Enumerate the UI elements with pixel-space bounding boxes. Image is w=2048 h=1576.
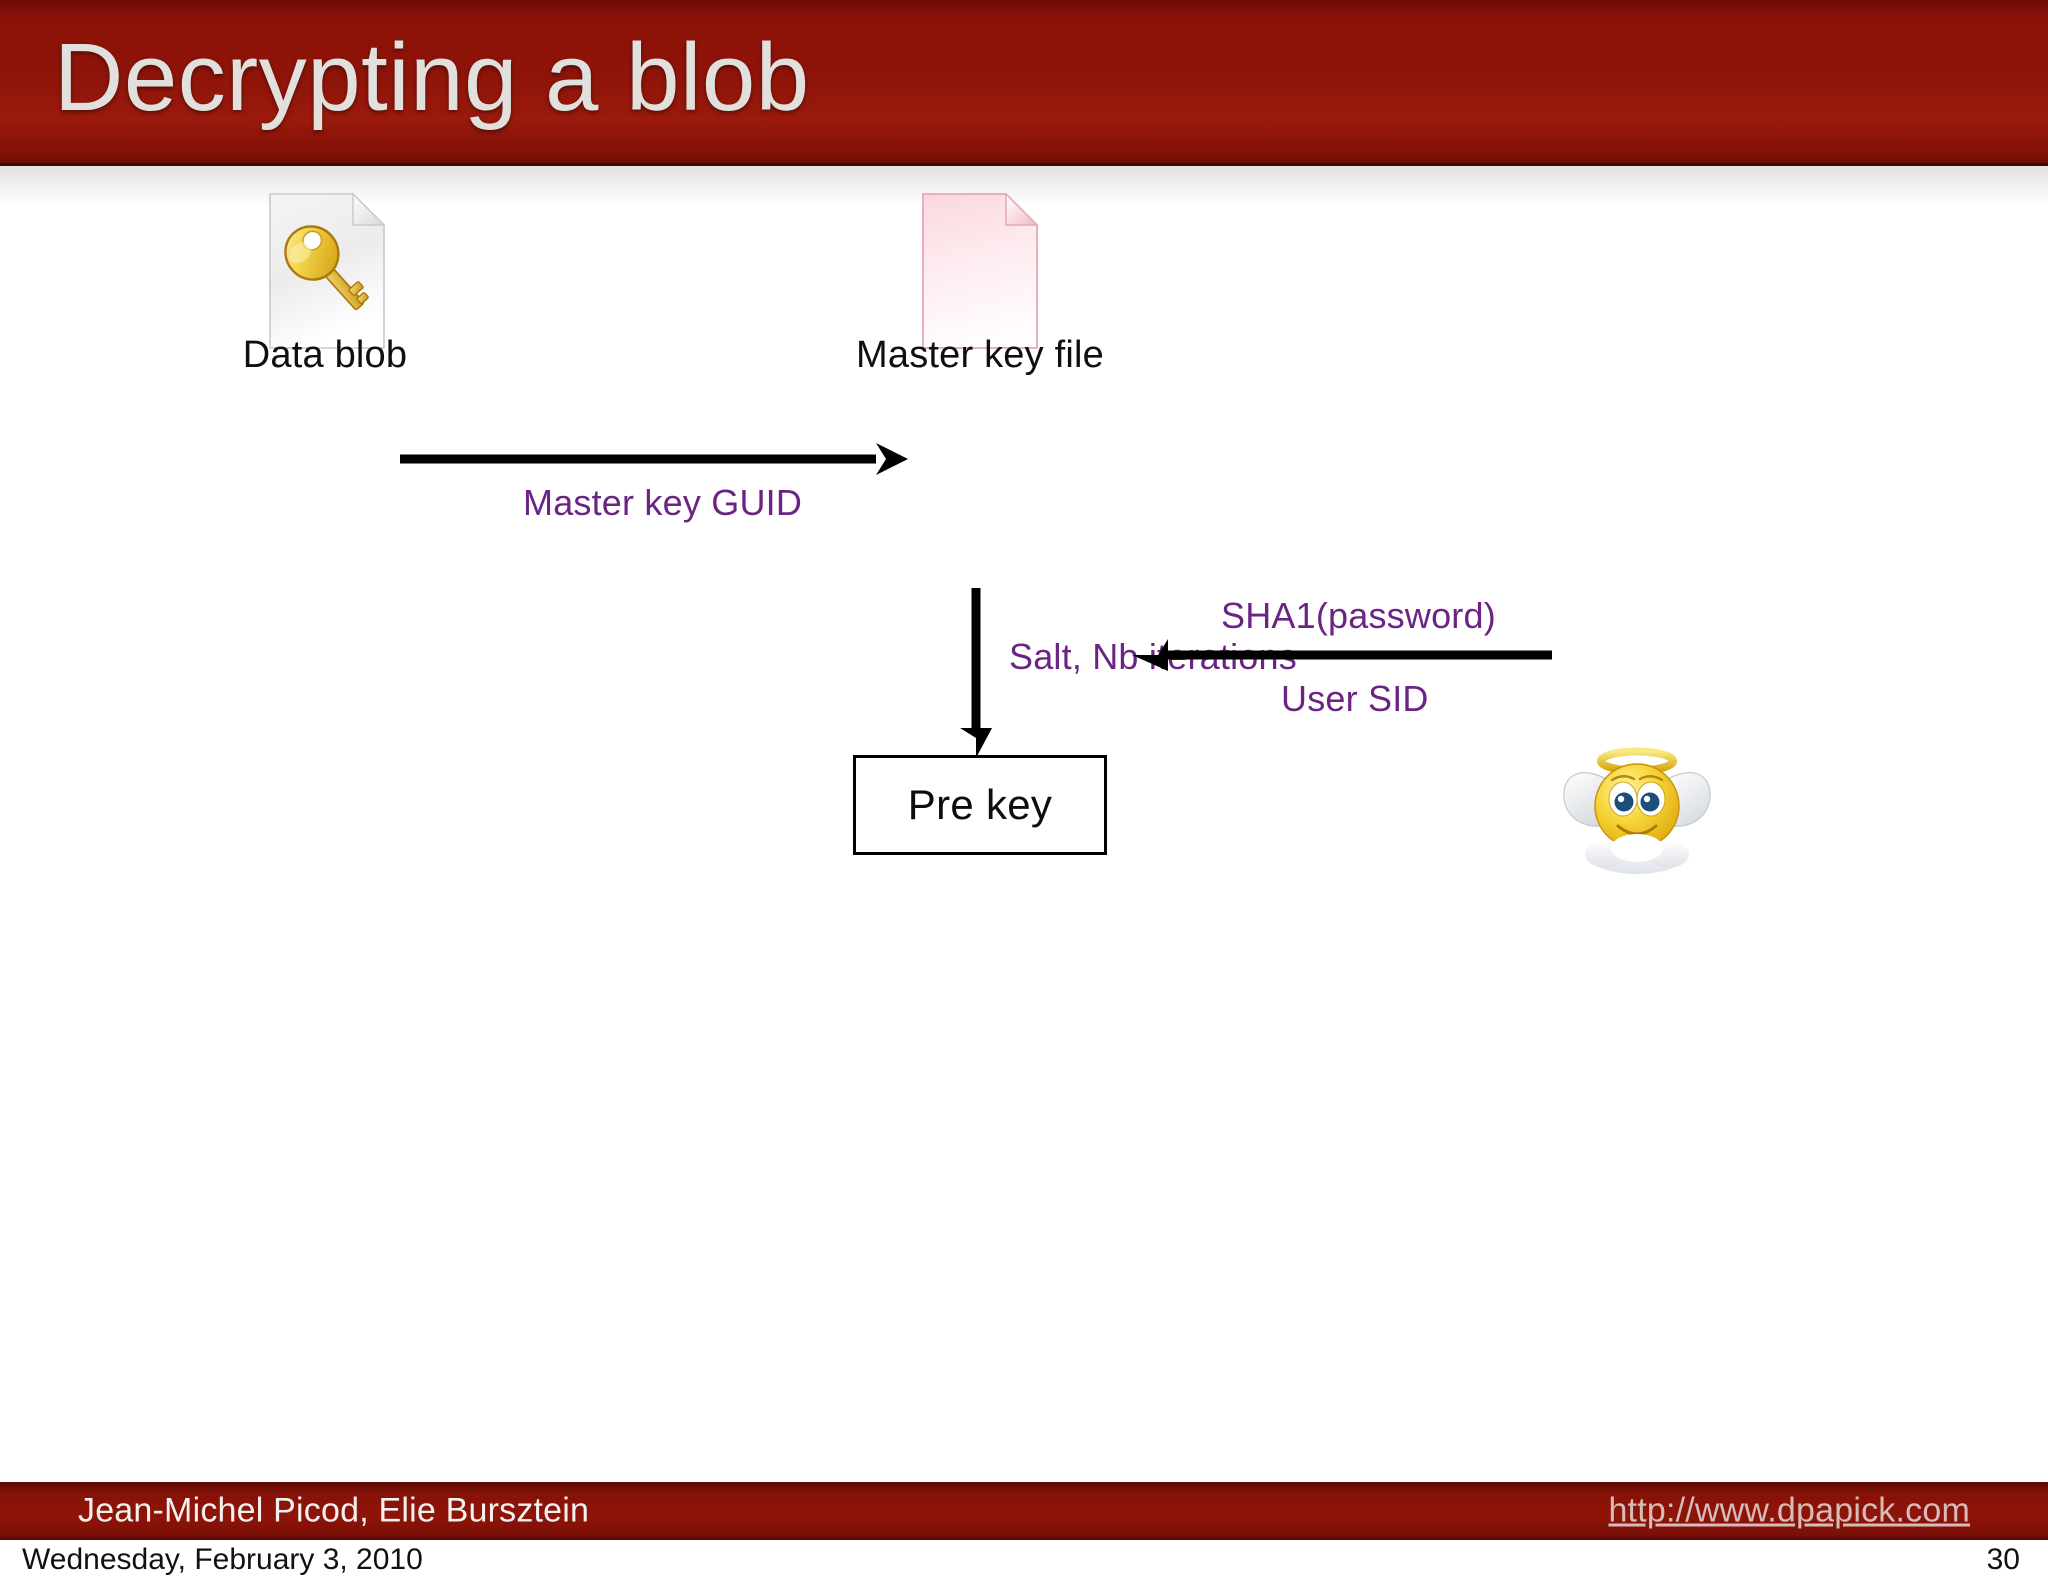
edge-label-user-sid: User SID [1281, 678, 1429, 719]
footer-authors: Jean-Michel Picod, Elie Bursztein [78, 1491, 590, 1530]
node-label-data-blob: Data blob [242, 334, 408, 376]
slide-title-bar: Decrypting a blob [0, 0, 2048, 166]
slide-title: Decrypting a blob [54, 24, 810, 131]
footer-page-number: 30 [1986, 1543, 2020, 1576]
document-with-key-icon [265, 191, 389, 351]
node-label-pre-key: Pre key [907, 781, 1053, 828]
footer-url-link[interactable]: http://www.dpapick.com [1608, 1491, 1970, 1530]
arrow-blob-to-masterkey [400, 443, 908, 475]
node-label-master-key-file: Master key file [856, 334, 1104, 376]
angel-smiley-icon [1556, 736, 1718, 876]
edge-label-master-key-guid: Master key GUID [523, 482, 803, 523]
footer-bar: Jean-Michel Picod, Elie Bursztein http:/… [0, 1482, 2048, 1540]
footer-date: Wednesday, February 3, 2010 [22, 1543, 423, 1576]
slide-body: Data blob Master key [0, 166, 2048, 1482]
prekey-box: Pre key [853, 755, 1107, 855]
document-pink-icon [918, 191, 1042, 351]
edge-label-sha1-password: SHA1(password) [1221, 595, 1496, 636]
arrow-user-to-prekey [1132, 639, 1552, 671]
arrow-masterkey-to-prekey [960, 588, 992, 758]
